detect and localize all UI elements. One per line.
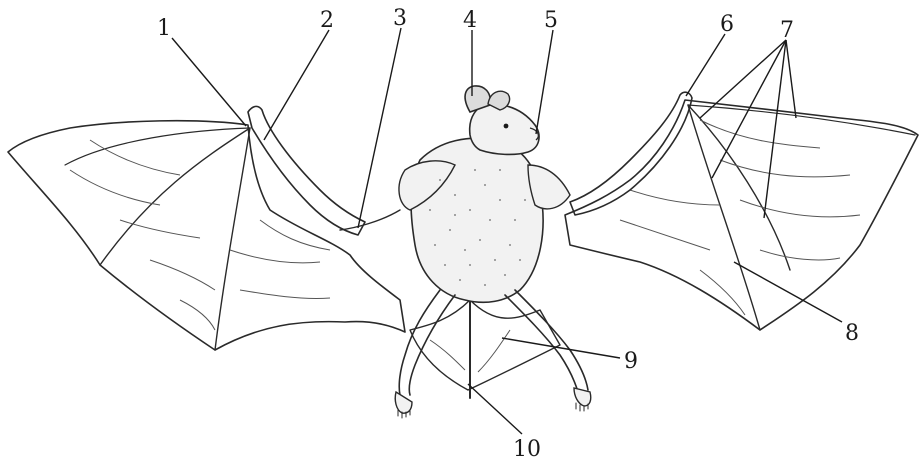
label-5: 5 (544, 8, 558, 33)
leader-10 (468, 384, 522, 434)
leader-7b (712, 40, 786, 178)
tail-membrane (410, 300, 560, 398)
label-2: 2 (320, 8, 334, 33)
label-3: 3 (393, 6, 407, 31)
leader-7c (764, 40, 786, 218)
left-arm (248, 106, 400, 235)
left-wing (8, 121, 405, 350)
bat-body (399, 138, 570, 302)
label-9: 9 (624, 349, 638, 374)
leader-2 (264, 30, 329, 140)
label-6: 6 (720, 12, 734, 37)
bat-head (465, 86, 539, 155)
leader-1 (172, 38, 246, 126)
label-10: 10 (513, 437, 541, 462)
leader-5 (536, 30, 553, 134)
leader-3 (358, 28, 401, 228)
right-arm (570, 92, 692, 215)
label-4: 4 (463, 8, 477, 33)
leader-8 (734, 262, 842, 322)
label-1: 1 (157, 16, 171, 41)
label-8: 8 (845, 321, 859, 346)
leader-7d (786, 40, 796, 118)
leader-6 (686, 34, 725, 96)
label-7: 7 (780, 18, 794, 43)
right-wing (565, 100, 918, 330)
leader-9 (502, 338, 620, 358)
